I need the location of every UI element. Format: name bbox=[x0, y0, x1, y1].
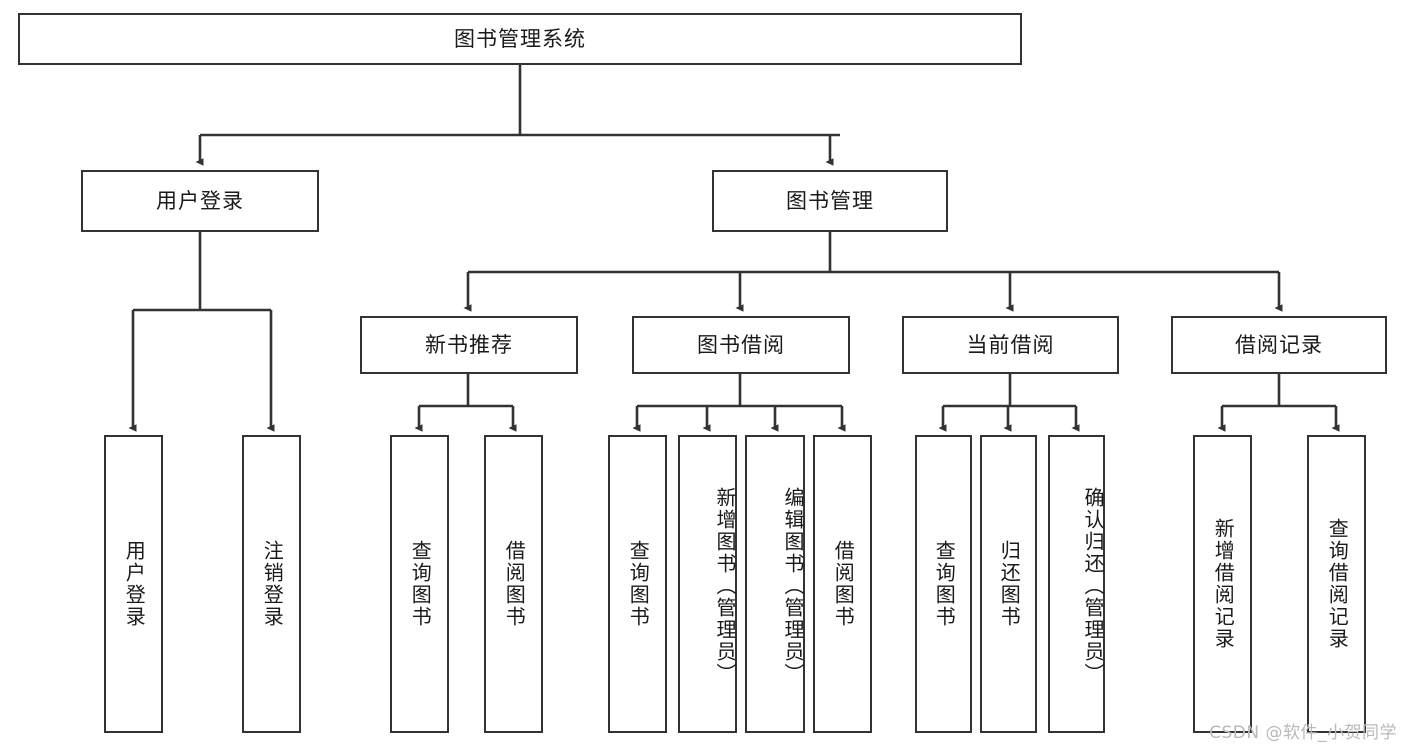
node-label: 新书推荐 bbox=[425, 332, 513, 357]
node-label: 确认归还（管理员） bbox=[1081, 487, 1105, 685]
node-label: 新增图书（管理员） bbox=[713, 487, 737, 685]
node-current-borrow[interactable]: 当前借阅 bbox=[902, 316, 1119, 374]
edges-currentborrow-to-leaves bbox=[938, 374, 1080, 432]
node-label: 用户登录 bbox=[122, 540, 147, 628]
node-book-borrow[interactable]: 图书借阅 bbox=[632, 316, 850, 374]
node-label: 查询借阅记录 bbox=[1325, 518, 1350, 650]
node-root-system[interactable]: 图书管理系统 bbox=[18, 13, 1022, 65]
node-label: 图书管理系统 bbox=[454, 26, 586, 51]
node-label: 查询图书 bbox=[932, 540, 957, 628]
node-label: 借阅图书 bbox=[831, 540, 856, 628]
node-label: 查询图书 bbox=[626, 540, 651, 628]
node-book-management[interactable]: 图书管理 bbox=[712, 170, 948, 232]
leaf-edit-book[interactable]: 编辑图书（管理员） bbox=[745, 435, 805, 733]
leaf-add-book[interactable]: 新增图书（管理员） bbox=[678, 435, 737, 733]
node-label: 注销登录 bbox=[260, 540, 285, 628]
node-label: 图书借阅 bbox=[697, 332, 785, 357]
leaf-return-book[interactable]: 归还图书 bbox=[980, 435, 1037, 733]
edges-borrowrecord-to-leaves bbox=[1217, 374, 1340, 432]
edges-newbook-to-leaves bbox=[414, 374, 517, 432]
leaf-query-record[interactable]: 查询借阅记录 bbox=[1307, 435, 1366, 733]
node-new-book-recommend[interactable]: 新书推荐 bbox=[360, 316, 578, 374]
node-label: 新增借阅记录 bbox=[1211, 518, 1236, 650]
leaf-query-book-3[interactable]: 查询图书 bbox=[915, 435, 972, 733]
leaf-logout-login[interactable]: 注销登录 bbox=[242, 435, 301, 733]
leaf-borrow-book-2[interactable]: 借阅图书 bbox=[813, 435, 872, 733]
node-user-login[interactable]: 用户登录 bbox=[81, 170, 319, 232]
node-label: 借阅记录 bbox=[1235, 332, 1323, 357]
node-label: 当前借阅 bbox=[966, 332, 1055, 357]
leaf-add-record[interactable]: 新增借阅记录 bbox=[1193, 435, 1252, 733]
node-label: 图书管理 bbox=[786, 188, 874, 213]
node-borrow-record[interactable]: 借阅记录 bbox=[1171, 316, 1387, 374]
leaf-query-book-1[interactable]: 查询图书 bbox=[390, 435, 449, 733]
edges-bookborrow-to-leaves bbox=[632, 374, 846, 432]
edges-root-to-level2 bbox=[195, 65, 840, 166]
leaf-borrow-book-1[interactable]: 借阅图书 bbox=[484, 435, 543, 733]
node-label: 查询图书 bbox=[408, 540, 433, 628]
node-label: 借阅图书 bbox=[502, 540, 527, 628]
node-label: 用户登录 bbox=[156, 188, 244, 213]
leaf-user-login[interactable]: 用户登录 bbox=[104, 435, 163, 733]
edges-userlogin-to-leaves bbox=[128, 232, 275, 432]
node-label: 编辑图书（管理员） bbox=[781, 487, 805, 685]
edges-bookmgmt-to-level3 bbox=[463, 232, 1283, 312]
leaf-query-book-2[interactable]: 查询图书 bbox=[608, 435, 667, 733]
node-label: 归还图书 bbox=[997, 540, 1022, 628]
leaf-confirm-return[interactable]: 确认归还（管理员） bbox=[1048, 435, 1105, 733]
